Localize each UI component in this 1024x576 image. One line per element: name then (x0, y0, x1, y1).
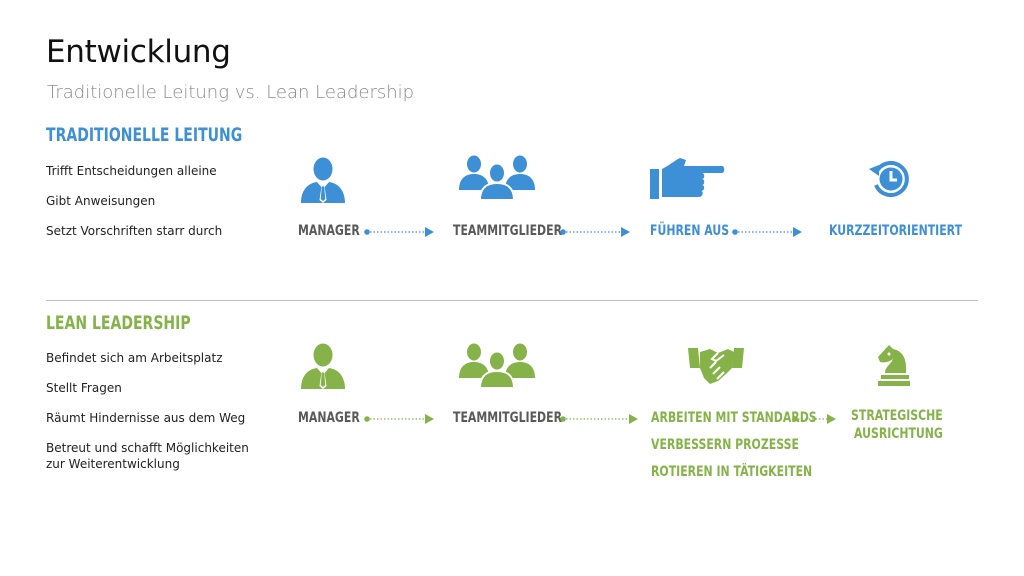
pointing-hand-icon (650, 158, 725, 199)
team-members-icon (459, 155, 535, 200)
traditional-heading: TRADITIONELLE LEITUNG (46, 124, 243, 146)
flow-arrow (792, 414, 836, 424)
lean-heading: LEAN LEADERSHIP (46, 312, 191, 334)
handshake-icon (688, 348, 744, 384)
flow-arrow (560, 227, 630, 237)
lean-flow-rotate-label: ROTIEREN IN TÄTIGKEITEN (651, 464, 813, 480)
lean-point: Räumt Hindernisse aus dem Weg (46, 411, 246, 425)
traditional-point: Gibt Anweisungen (46, 194, 156, 208)
lean-point: Stellt Fragen (46, 381, 122, 395)
lean-flow-manager-label: MANAGER (298, 410, 360, 426)
traditional-flow-execute-label: FÜHREN AUS (650, 223, 730, 239)
section-divider (46, 300, 978, 301)
lean-point-continued: zur Weiterentwicklung (46, 457, 180, 471)
traditional-flow-team-label: TEAMMITGLIEDER (453, 223, 562, 239)
flow-arrow (560, 414, 638, 424)
chess-knight-icon (878, 345, 910, 386)
team-members-icon (459, 343, 535, 388)
page-title: Entwicklung (46, 34, 231, 70)
lean-point: Befindet sich am Arbeitsplatz (46, 351, 223, 365)
lean-flow-strategy-label-line2: AUSRICHTUNG (854, 426, 943, 442)
flow-arrow (364, 414, 434, 424)
lean-flow-team-label: TEAMMITGLIEDER (453, 410, 562, 426)
clock-history-icon (869, 161, 909, 197)
traditional-flow-shortterm-label: KURZZEITORIENTIERT (829, 223, 963, 239)
traditional-flow-manager-label: MANAGER (298, 223, 360, 239)
lean-point: Betreut und schafft Möglichkeiten (46, 441, 249, 455)
flow-arrow (364, 227, 434, 237)
manager-icon (301, 157, 345, 203)
page-subtitle: Traditionelle Leitung vs. Lean Leadershi… (47, 82, 415, 103)
manager-icon (301, 343, 345, 389)
lean-flow-improve-label: VERBESSERN PROZESSE (651, 437, 799, 453)
lean-flow-standards-label: ARBEITEN MIT STANDARDS (651, 410, 817, 426)
flow-arrow (732, 227, 802, 237)
traditional-point: Setzt Vorschriften starr durch (46, 224, 223, 238)
traditional-point: Trifft Entscheidungen alleine (46, 164, 217, 178)
lean-flow-strategy-label-line1: STRATEGISCHE (851, 408, 943, 424)
